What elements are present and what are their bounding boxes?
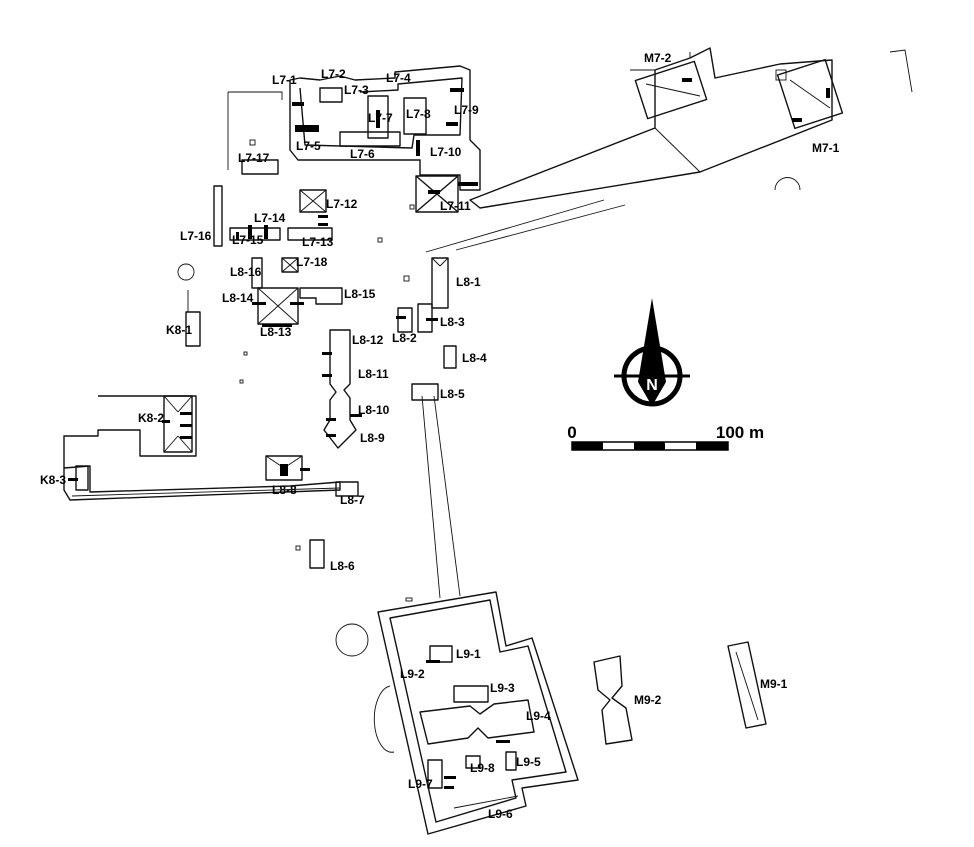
label-l9-4: L9-4 [526, 709, 551, 723]
label-l9-1: L9-1 [456, 647, 481, 661]
label-l8-5: L8-5 [440, 387, 465, 401]
label-k8-3: K8-3 [40, 473, 66, 487]
label-l7-16: L7-16 [180, 229, 212, 243]
l7-plaza-complex [227, 65, 481, 213]
label-l8-12: L8-12 [352, 333, 384, 347]
label-l8-9: L8-9 [360, 431, 385, 445]
label-l8-14: L8-14 [222, 291, 254, 305]
east-causeway [469, 47, 913, 209]
north-letter: N [646, 377, 658, 394]
label-l7-10: L7-10 [430, 145, 462, 159]
label-l7-13: L7-13 [302, 235, 334, 249]
label-l7-7: L7-7 [368, 111, 393, 125]
label-m9-2: M9-2 [634, 693, 662, 707]
label-l7-11: L7-11 [440, 199, 471, 213]
label-l7-12: L7-12 [326, 197, 358, 211]
label-l7-4: L7-4 [386, 71, 411, 85]
label-l8-6: L8-6 [330, 559, 355, 573]
label-l7-8: L7-8 [406, 107, 431, 121]
label-l8-4: L8-4 [462, 351, 487, 365]
label-k8-2: K8-2 [138, 411, 164, 425]
label-l8-10: L8-10 [358, 403, 390, 417]
label-l9-8: L9-8 [470, 761, 495, 775]
label-l9-6: L9-6 [488, 807, 513, 821]
scale-start-label: 0 [567, 423, 576, 442]
m9-structures [593, 641, 767, 745]
scale-segment [634, 442, 665, 450]
label-m9-1: M9-1 [760, 677, 788, 691]
label-l9-5: L9-5 [516, 755, 541, 769]
causeway-line [425, 199, 605, 253]
label-l8-16: L8-16 [230, 265, 262, 279]
label-l7-3: L7-3 [344, 83, 369, 97]
scale-segment [696, 442, 728, 450]
l9-complex [335, 591, 579, 835]
label-l8-13: L8-13 [260, 325, 292, 339]
label-l8-2: L8-2 [392, 331, 417, 345]
label-l8-15: L8-15 [344, 287, 376, 301]
north-arrow: N [614, 298, 690, 407]
k8-enclosure [63, 395, 359, 569]
label-l8-8: L8-8 [272, 483, 297, 497]
l8-structures [177, 257, 457, 449]
causeway-line-2 [455, 204, 626, 251]
label-l7-14: L7-14 [254, 211, 286, 225]
south-causeway-west [421, 395, 441, 599]
label-l7-9: L7-9 [454, 103, 479, 117]
label-l8-11: L8-11 [358, 367, 389, 381]
label-l7-15: L7-15 [232, 233, 264, 247]
label-l7-1: L7-1 [272, 73, 297, 87]
label-l7-17: L7-17 [238, 151, 270, 165]
label-m7-2: M7-2 [644, 51, 672, 65]
scale-segment [572, 442, 603, 450]
label-l9-2: L9-2 [400, 667, 425, 681]
label-l7-18: L7-18 [296, 255, 328, 269]
scale-end-label: 100 m [716, 423, 764, 442]
label-l8-3: L8-3 [440, 315, 465, 329]
label-l9-3: L9-3 [490, 681, 515, 695]
label-k8-1: K8-1 [166, 323, 192, 337]
label-l7-2: L7-2 [321, 67, 346, 81]
scale-bar: 0 100 m [567, 423, 764, 451]
l7-west-structures [213, 185, 410, 282]
structure-labels: L7-1 L7-2 L7-3 L7-4 L7-5 L7-6 L7-7 L7-8 … [40, 51, 840, 821]
label-l7-5: L7-5 [296, 139, 321, 153]
south-causeway-east [433, 395, 461, 597]
label-m7-1: M7-1 [812, 141, 840, 155]
label-l7-6: L7-6 [350, 147, 375, 161]
label-l8-7: L8-7 [340, 493, 365, 507]
north-arrow-needle [638, 298, 666, 406]
label-l8-1: L8-1 [456, 275, 481, 289]
label-l9-7: L9-7 [408, 777, 433, 791]
